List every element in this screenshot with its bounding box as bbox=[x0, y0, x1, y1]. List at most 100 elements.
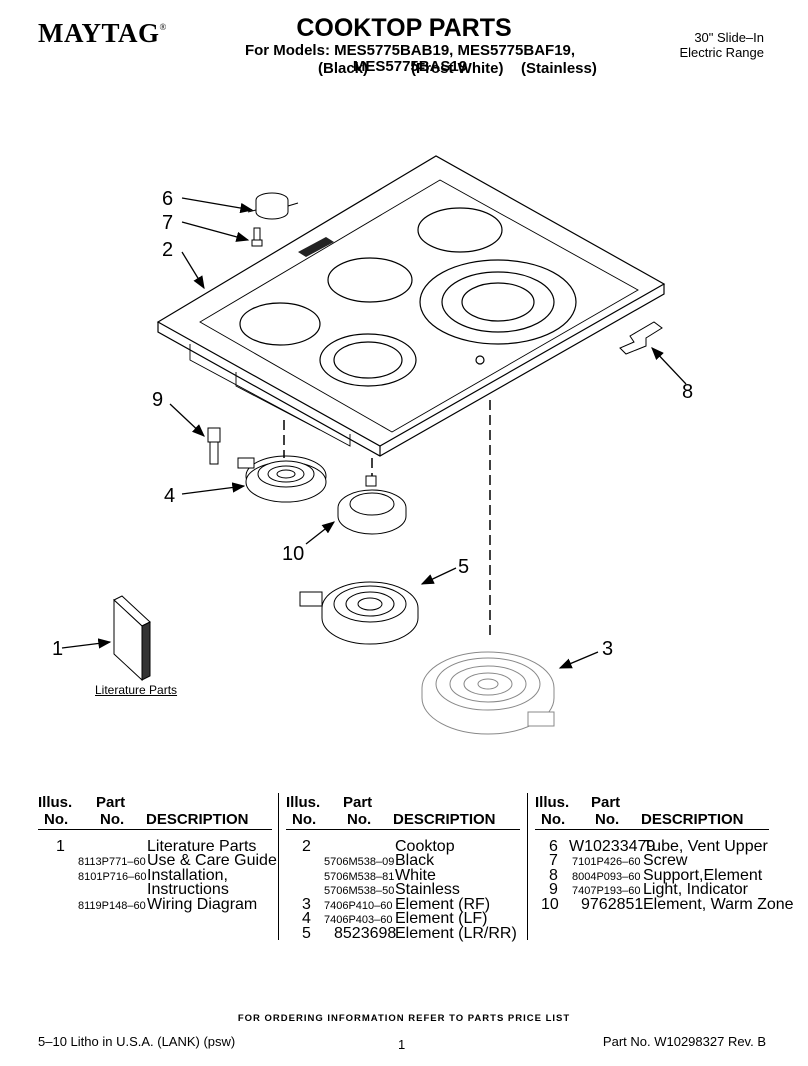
row-desc: Instructions bbox=[147, 881, 229, 898]
page-number: 1 bbox=[398, 1037, 406, 1052]
row-illus: 10 bbox=[541, 896, 559, 913]
header-description: DESCRIPTION bbox=[146, 811, 249, 828]
brand-logo: MAYTAG® bbox=[38, 18, 167, 48]
callout-7: 7 bbox=[162, 212, 173, 234]
header-part-no: No. bbox=[595, 811, 620, 828]
element-lr-rr-part bbox=[299, 581, 419, 645]
row-illus: 1 bbox=[56, 838, 65, 855]
header-part: Part bbox=[343, 794, 373, 811]
indicator-light-part bbox=[207, 427, 221, 465]
assembly-lines bbox=[283, 400, 491, 636]
callout-6: 6 bbox=[162, 188, 173, 210]
row-part: 8004P093–60 bbox=[572, 871, 641, 883]
element-rf-part bbox=[421, 651, 555, 735]
row-illus: 8 bbox=[549, 867, 558, 884]
callout-9: 9 bbox=[152, 389, 163, 411]
color-frost-white: (Frost White) bbox=[411, 60, 504, 77]
row-part: 8101P716–60 bbox=[78, 871, 147, 883]
range-type-line2: Electric Range bbox=[679, 45, 764, 60]
page-title: COOKTOP PARTS bbox=[296, 14, 512, 42]
column-divider bbox=[527, 793, 528, 940]
document-part-number: Part No. W10298327 Rev. B bbox=[602, 1034, 766, 1049]
row-desc: Use & Care Guide bbox=[147, 852, 277, 869]
header-description: DESCRIPTION bbox=[641, 811, 744, 828]
header-description: DESCRIPTION bbox=[393, 811, 496, 828]
header-rule-2 bbox=[286, 829, 520, 830]
row-part: 8119P148–60 bbox=[78, 900, 146, 912]
callout-10: 10 bbox=[282, 543, 304, 565]
callout-4: 4 bbox=[164, 485, 175, 507]
row-desc: Element, Warm Zone bbox=[643, 896, 794, 913]
header-illus: Illus. bbox=[286, 794, 321, 811]
litho-info: 5–10 Litho in U.S.A. (LANK) (psw) bbox=[38, 1034, 236, 1049]
row-desc: Wiring Diagram bbox=[147, 896, 258, 913]
row-desc: White bbox=[395, 867, 436, 884]
model-list: For Models: MES5775BAB19, MES5775BAF19, … bbox=[244, 42, 576, 75]
row-desc: Stainless bbox=[395, 881, 460, 898]
row-illus: 2 bbox=[302, 838, 311, 855]
row-desc: Element (LR/RR) bbox=[395, 925, 517, 942]
vent-tube-part bbox=[247, 192, 299, 220]
header-part: Part bbox=[96, 794, 126, 811]
color-black: (Black) bbox=[318, 60, 369, 77]
exploded-diagram: 6 7 2 9 4 10 5 1 3 8 bbox=[52, 155, 693, 735]
row-illus: 3 bbox=[302, 896, 311, 913]
header-rule-1 bbox=[38, 829, 272, 830]
header-illus: Illus. bbox=[38, 794, 73, 811]
row-illus: 6 bbox=[549, 838, 558, 855]
row-illus: 4 bbox=[302, 910, 311, 927]
row-desc: Element (RF) bbox=[395, 896, 491, 913]
row-desc: Support,Element bbox=[643, 867, 763, 884]
header-rule-3 bbox=[535, 829, 769, 830]
row-desc: Black bbox=[395, 852, 435, 869]
row-part: 7101P426–60 bbox=[572, 856, 641, 868]
row-part: 9762851 bbox=[581, 896, 644, 913]
row-part: W10233479 bbox=[569, 838, 656, 855]
row-desc: Screw bbox=[643, 852, 688, 869]
row-desc: Literature Parts bbox=[147, 838, 257, 855]
row-illus: 5 bbox=[302, 925, 311, 942]
header-illus-no: No. bbox=[292, 811, 317, 828]
callout-1: 1 bbox=[52, 638, 63, 660]
row-illus: 9 bbox=[549, 881, 558, 898]
header-illus-no: No. bbox=[44, 811, 69, 828]
row-part: 8113P771–60 bbox=[78, 856, 146, 868]
header-part: Part bbox=[591, 794, 621, 811]
header-part-no: No. bbox=[100, 811, 125, 828]
literature-parts-booklet bbox=[113, 595, 151, 682]
row-part: 7407P193–60 bbox=[572, 885, 641, 897]
ordering-note: FOR ORDERING INFORMATION REFER TO PARTS … bbox=[237, 1013, 571, 1024]
header-part-no: No. bbox=[347, 811, 372, 828]
header-illus: Illus. bbox=[535, 794, 570, 811]
vent-grill bbox=[298, 237, 334, 257]
row-desc: Element (LF) bbox=[395, 910, 488, 927]
range-type: 30" Slide–In Electric Range bbox=[679, 30, 764, 60]
row-part: 5706M538–09 bbox=[324, 856, 395, 868]
cooktop-glass bbox=[156, 155, 666, 457]
row-desc: Installation, bbox=[147, 867, 228, 884]
support-element-part bbox=[619, 321, 663, 355]
row-part: 7406P403–60 bbox=[324, 914, 393, 926]
element-lf-part bbox=[237, 455, 327, 503]
row-desc: Cooktop bbox=[395, 838, 455, 855]
row-desc: Tube, Vent Upper bbox=[643, 838, 768, 855]
row-illus: 7 bbox=[549, 852, 558, 869]
color-stainless: (Stainless) bbox=[521, 60, 597, 77]
element-warm-zone-part bbox=[337, 475, 407, 535]
leader-arrows bbox=[61, 197, 687, 669]
cooktop-burner-rings bbox=[239, 207, 577, 387]
range-type-line1: 30" Slide–In bbox=[694, 30, 764, 45]
column-divider bbox=[278, 793, 279, 940]
callout-3: 3 bbox=[602, 638, 613, 660]
screw-part bbox=[251, 227, 263, 247]
callout-5: 5 bbox=[458, 556, 469, 578]
callout-2: 2 bbox=[162, 239, 173, 261]
header-illus-no: No. bbox=[541, 811, 566, 828]
row-part: 5706M538–50 bbox=[324, 885, 395, 897]
literature-parts-label: Literature Parts bbox=[95, 683, 178, 697]
row-part: 8523698 bbox=[334, 925, 397, 942]
row-part: 5706M538–81 bbox=[324, 871, 395, 883]
callout-8: 8 bbox=[682, 381, 693, 403]
row-desc: Light, Indicator bbox=[643, 881, 748, 898]
row-part: 7406P410–60 bbox=[324, 900, 393, 912]
